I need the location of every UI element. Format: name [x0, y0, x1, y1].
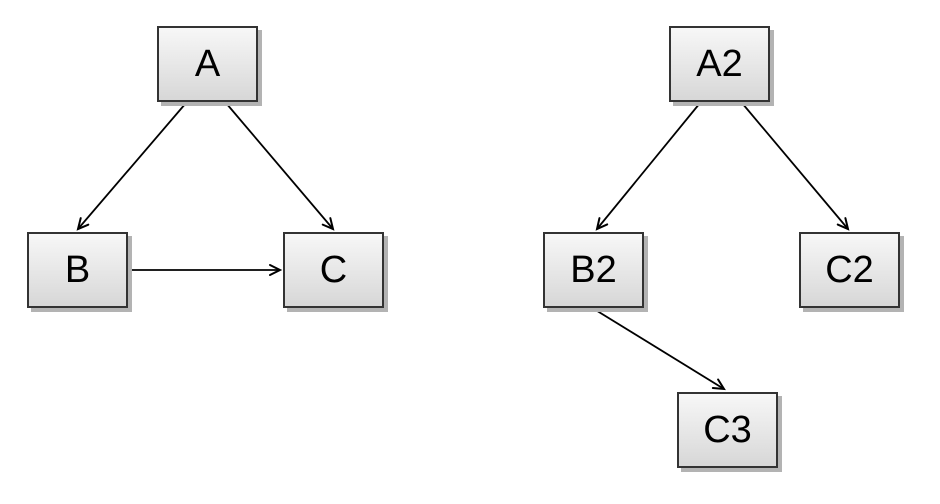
edge-A2-B2 — [595, 102, 701, 231]
node-B[interactable]: B — [27, 232, 128, 308]
node-B2[interactable]: B2 — [543, 232, 644, 308]
node-B-label: B — [64, 249, 91, 291]
node-C3[interactable]: C3 — [677, 392, 778, 468]
node-A-label: A — [194, 43, 221, 85]
node-A2-label: A2 — [696, 43, 743, 85]
node-C3-label: C3 — [703, 409, 752, 451]
node-A2[interactable]: A2 — [669, 26, 770, 102]
node-C-label: C — [319, 249, 348, 291]
edge-B2-C3 — [593, 308, 726, 391]
node-C[interactable]: C — [283, 232, 384, 308]
edge-A-B — [76, 102, 187, 231]
node-C2[interactable]: C2 — [799, 232, 900, 308]
edge-A2-C2 — [741, 102, 850, 231]
node-A[interactable]: A — [157, 26, 258, 102]
node-C2-label: C2 — [825, 249, 874, 291]
edge-A-C — [225, 102, 335, 231]
node-B2-label: B2 — [570, 249, 617, 291]
